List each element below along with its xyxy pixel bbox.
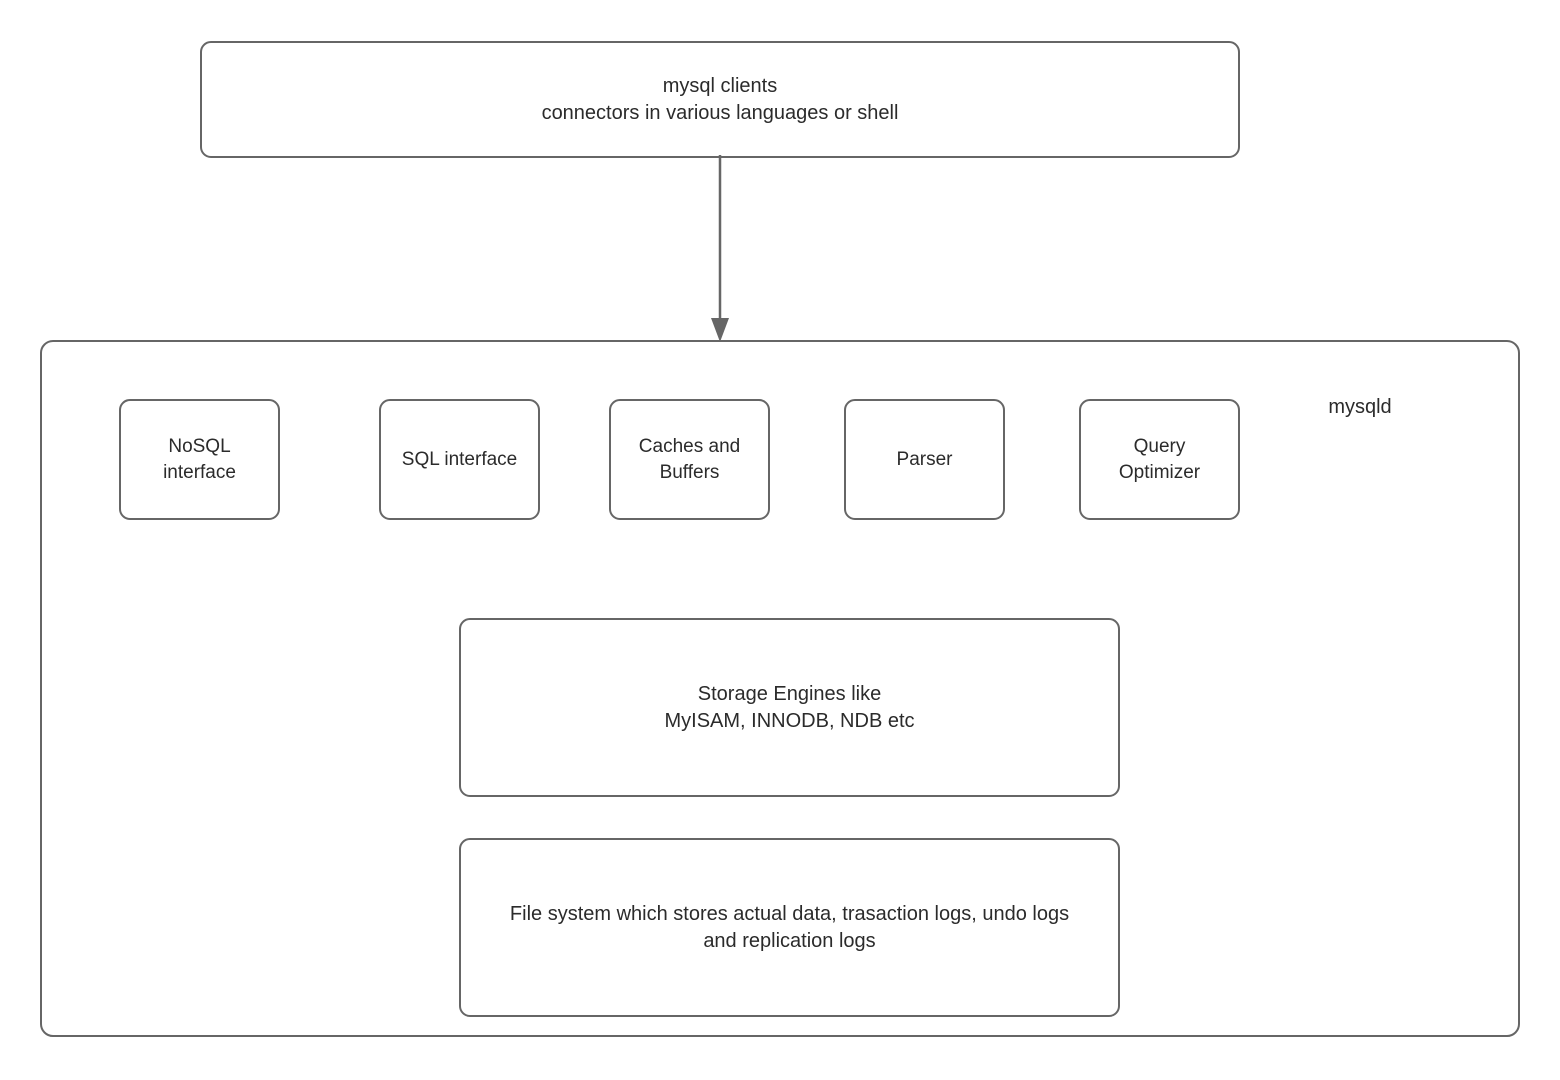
component-sql-interface[interactable]: SQL interface	[379, 399, 540, 520]
component-file-system[interactable]: File system which stores actual data, tr…	[459, 838, 1120, 1017]
component-nosql-interface[interactable]: NoSQL interface	[119, 399, 280, 520]
component-query-optimizer[interactable]: Query Optimizer	[1079, 399, 1240, 520]
component-storage-engines[interactable]: Storage Engines like MyISAM, INNODB, NDB…	[459, 618, 1120, 797]
arrow-clients-to-mysqld-icon	[711, 155, 729, 342]
mysql-clients-node[interactable]: mysql clients connectors in various lang…	[200, 41, 1240, 158]
component-parser[interactable]: Parser	[844, 399, 1005, 520]
mysqld-label: mysqld	[1328, 396, 1392, 418]
component-caches-and-buffers[interactable]: Caches and Buffers	[609, 399, 770, 520]
